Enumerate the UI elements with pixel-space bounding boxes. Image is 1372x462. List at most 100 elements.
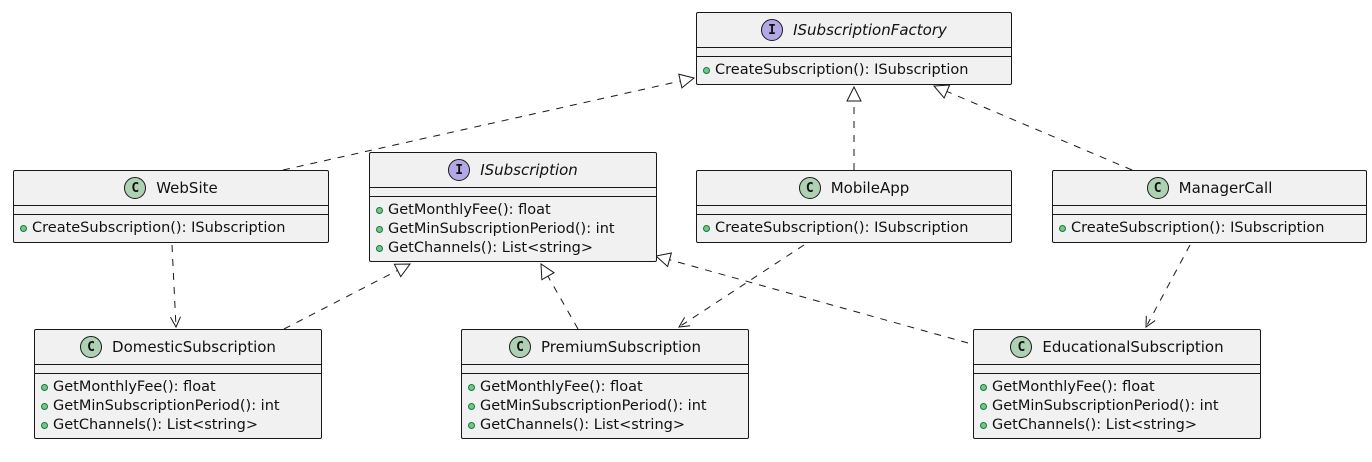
methods-compartment: CreateSubscription(): ISubscription [14, 215, 328, 241]
node-header: C MobileApp [697, 171, 1011, 206]
method-row: GetMonthlyFee(): float [41, 378, 315, 397]
public-method-icon [703, 225, 710, 232]
node-title: DomesticSubscription [112, 338, 276, 356]
method-row: GetMinSubscriptionPeriod(): int [468, 397, 742, 416]
method-signature: GetMonthlyFee(): float [992, 379, 1155, 395]
class-badge-icon: C [1010, 336, 1033, 358]
fields-compartment [370, 188, 656, 197]
fields-compartment [462, 365, 748, 374]
node-title: ManagerCall [1178, 179, 1273, 197]
method-signature: GetMonthlyFee(): float [388, 202, 551, 218]
method-row: CreateSubscription(): ISubscription [1059, 219, 1360, 238]
method-signature: CreateSubscription(): ISubscription [1071, 220, 1325, 236]
interface-badge-icon: I [761, 19, 784, 41]
realization-edge-website-to-isubscriptionfactory [282, 73, 696, 171]
method-row: GetChannels(): List<string> [980, 416, 1254, 435]
public-method-icon [41, 403, 48, 410]
class-badge-icon: C [124, 177, 147, 199]
class-badge-icon: C [80, 336, 103, 358]
public-method-icon [41, 384, 48, 391]
dependency-edge-website-to-domesticsubscription [170, 244, 181, 329]
method-signature: GetChannels(): List<string> [388, 240, 594, 256]
public-method-icon [980, 422, 987, 429]
public-method-icon [41, 422, 48, 429]
method-row: GetChannels(): List<string> [376, 239, 650, 258]
node-title: ISubscriptionFactory [793, 21, 947, 39]
public-method-icon [980, 403, 987, 410]
method-signature: CreateSubscription(): ISubscription [32, 220, 286, 236]
node-header: I ISubscriptionFactory [697, 13, 1011, 48]
method-row: GetMinSubscriptionPeriod(): int [41, 397, 315, 416]
method-signature: GetMinSubscriptionPeriod(): int [992, 398, 1219, 414]
node-title: PremiumSubscription [541, 338, 701, 356]
class-badge-icon: C [798, 177, 821, 199]
method-signature: GetChannels(): List<string> [992, 417, 1198, 433]
method-row: CreateSubscription(): ISubscription [703, 219, 1005, 238]
methods-compartment: CreateSubscription(): ISubscription [697, 215, 1011, 241]
class-badge-icon: C [1146, 177, 1169, 199]
interface-badge-icon: I [448, 159, 471, 181]
node-title: EducationalSubscription [1042, 338, 1224, 356]
realization-edge-domesticsubscription-to-isubscription [283, 263, 411, 330]
method-signature: GetMonthlyFee(): float [53, 379, 216, 395]
node-title: MobileApp [830, 179, 910, 197]
methods-compartment: CreateSubscription(): ISubscription [697, 57, 1011, 83]
method-row: GetMinSubscriptionPeriod(): int [980, 397, 1254, 416]
public-method-icon [1059, 225, 1066, 232]
method-row: GetMinSubscriptionPeriod(): int [376, 220, 650, 239]
realization-edge-managercall-to-isubscriptionfactory [932, 84, 1133, 171]
node-header: C DomesticSubscription [35, 330, 321, 365]
method-signature: GetMinSubscriptionPeriod(): int [53, 398, 280, 414]
method-row: GetMonthlyFee(): float [376, 201, 650, 220]
node-header: C ManagerCall [1053, 171, 1366, 206]
method-row: CreateSubscription(): ISubscription [20, 219, 322, 238]
realization-edge-premiumsubscription-to-isubscription [540, 263, 579, 330]
methods-compartment: CreateSubscription(): ISubscription [1053, 215, 1366, 241]
method-row: GetMonthlyFee(): float [980, 378, 1254, 397]
public-method-icon [468, 384, 475, 391]
public-method-icon [376, 226, 383, 233]
fields-compartment [697, 206, 1011, 215]
dependency-edge-mobileapp-to-premiumsubscription [678, 244, 805, 328]
fields-compartment [14, 206, 328, 215]
public-method-icon [20, 225, 27, 232]
fields-compartment [697, 48, 1011, 57]
method-row: GetChannels(): List<string> [468, 416, 742, 435]
public-method-icon [703, 67, 710, 74]
method-signature: GetChannels(): List<string> [53, 417, 259, 433]
method-signature: CreateSubscription(): ISubscription [715, 220, 969, 236]
realization-edge-mobileapp-to-isubscriptionfactory [846, 85, 862, 170]
node-title: WebSite [156, 179, 218, 197]
method-signature: CreateSubscription(): ISubscription [715, 62, 969, 78]
method-signature: GetMinSubscriptionPeriod(): int [388, 221, 615, 237]
method-row: CreateSubscription(): ISubscription [703, 61, 1005, 80]
fields-compartment [974, 365, 1260, 374]
method-row: GetMonthlyFee(): float [468, 378, 742, 397]
node-header: C EducationalSubscription [974, 330, 1260, 365]
public-method-icon [376, 207, 383, 214]
public-method-icon [468, 403, 475, 410]
public-method-icon [468, 422, 475, 429]
node-header: C WebSite [14, 171, 328, 206]
fields-compartment [35, 365, 321, 374]
node-header: C PremiumSubscription [462, 330, 748, 365]
public-method-icon [980, 384, 987, 391]
realization-edge-educationalsubscription-to-isubscription [654, 252, 969, 344]
fields-compartment [1053, 206, 1366, 215]
class-badge-icon: C [509, 336, 532, 358]
dependency-edge-managercall-to-educationalsubscription [1145, 244, 1191, 328]
